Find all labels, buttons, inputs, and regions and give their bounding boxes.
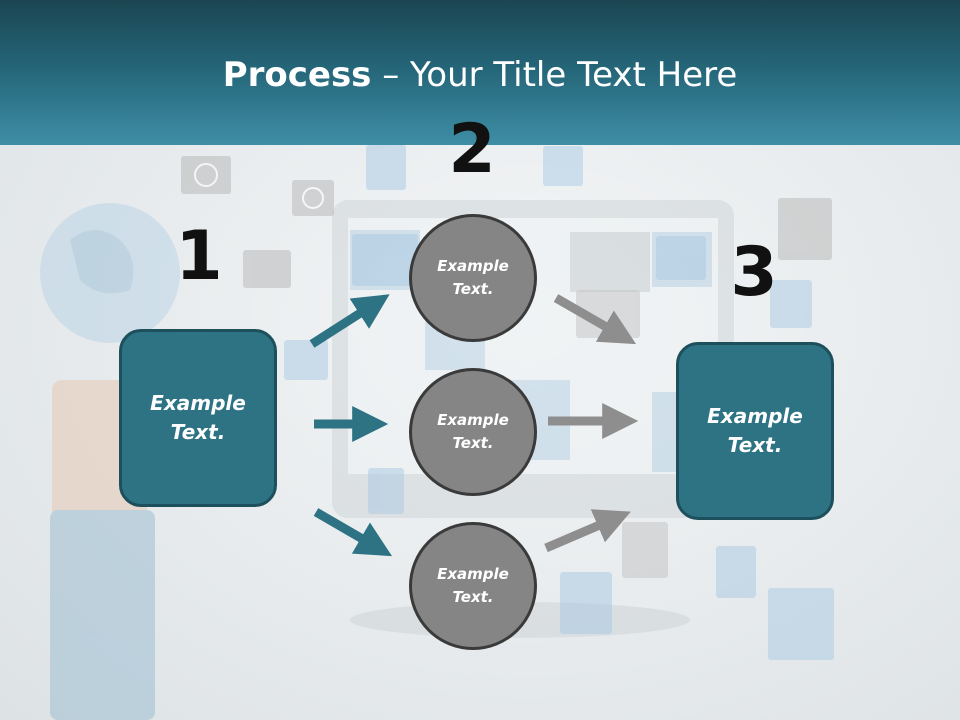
home-icon bbox=[243, 250, 291, 288]
people-icon bbox=[543, 146, 583, 186]
battery-icon bbox=[778, 198, 832, 260]
bulb-icon bbox=[560, 572, 612, 634]
medical-cross-icon bbox=[716, 546, 756, 598]
pill-icon bbox=[368, 468, 404, 514]
arrow-bottom-to-3 bbox=[544, 509, 631, 553]
brain-icon bbox=[656, 236, 706, 280]
step-1-box: Example Text. bbox=[119, 329, 277, 507]
step-number-2: 2 bbox=[448, 110, 496, 189]
title-bold: Process bbox=[222, 55, 372, 95]
step-number-3: 3 bbox=[730, 233, 778, 312]
step-3-box-text: Example Text. bbox=[707, 404, 803, 457]
arrow-1-to-top bbox=[309, 294, 390, 348]
calculator-icon bbox=[770, 280, 812, 328]
arrow-top-to-3 bbox=[553, 294, 637, 345]
circle-top: Example Text. bbox=[409, 214, 537, 342]
globe-icon bbox=[292, 180, 334, 216]
clock-icon bbox=[181, 156, 231, 194]
molecule-icon bbox=[352, 234, 418, 286]
wifi-icon bbox=[366, 145, 406, 190]
step-1-box-text: Example Text. bbox=[150, 391, 246, 444]
circle-bottom-text: Example Text. bbox=[437, 565, 509, 606]
sleeve bbox=[50, 510, 155, 720]
circle-bottom: Example Text. bbox=[409, 522, 537, 650]
circle-top-text: Example Text. bbox=[437, 257, 509, 298]
step-number-1: 1 bbox=[175, 217, 223, 296]
step-3-box: Example Text. bbox=[676, 342, 834, 520]
circle-middle-text: Example Text. bbox=[437, 411, 509, 452]
heart-monitor-icon bbox=[768, 588, 834, 660]
circle-middle: Example Text. bbox=[409, 368, 537, 496]
card-icon bbox=[622, 522, 668, 578]
title-rest: – Your Title Text Here bbox=[371, 55, 738, 95]
title-bar bbox=[0, 0, 960, 145]
arrow-1-to-bottom bbox=[313, 508, 393, 557]
slide-title: Process – Your Title Text Here bbox=[0, 52, 960, 98]
chart-icon bbox=[284, 340, 328, 380]
